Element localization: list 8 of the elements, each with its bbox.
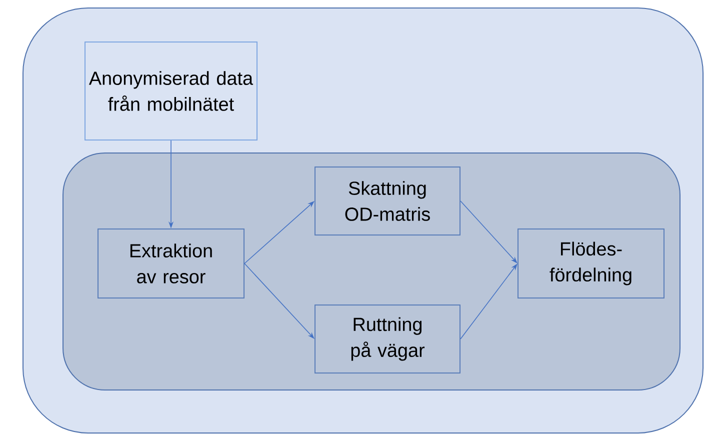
process-box: Anonymiserad data från mobilnätet: [84, 42, 258, 140]
process-box: Flödes- fördelning: [518, 228, 664, 298]
process-box: Extraktion av resor: [98, 228, 244, 298]
process-box: Skattning OD-matris: [314, 166, 460, 236]
process-box: Ruttning på vägar: [314, 304, 460, 374]
arrow: [244, 201, 314, 264]
arrow: [244, 263, 314, 339]
arrow: [460, 200, 518, 264]
